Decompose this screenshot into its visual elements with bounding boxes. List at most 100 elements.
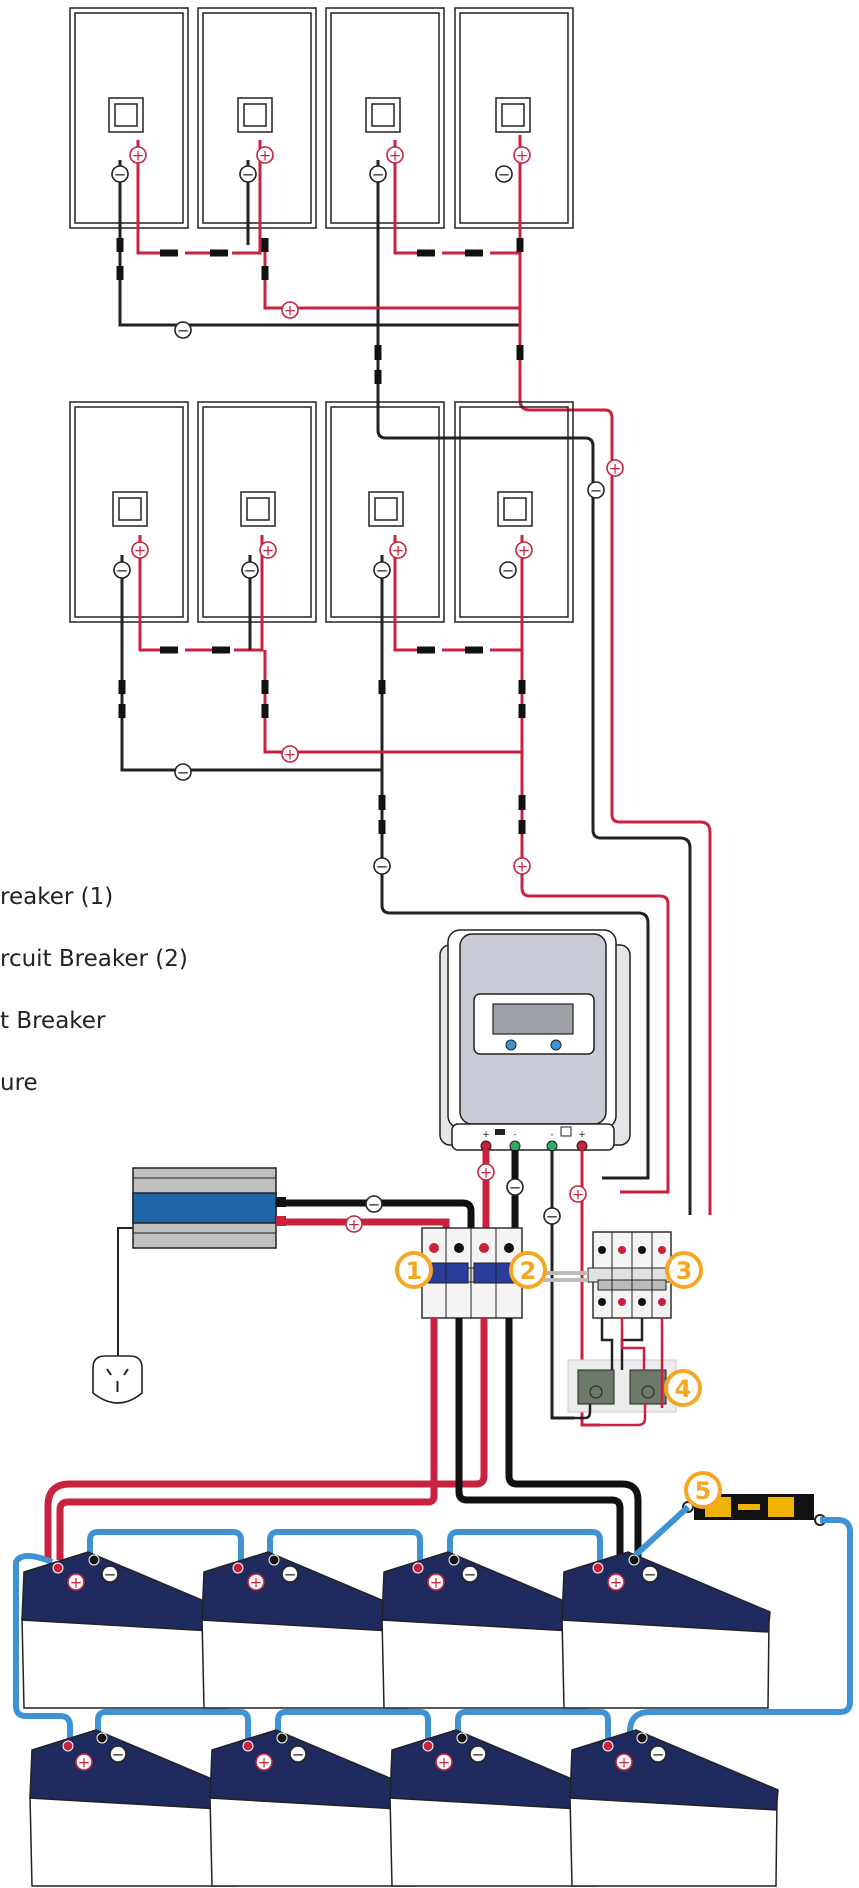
battery (389, 1729, 599, 1887)
positive-sign: + (438, 1754, 451, 1772)
positive-sign: + (572, 1186, 585, 1204)
positive-marker-icon (281, 745, 299, 763)
positive-marker-icon (256, 146, 274, 164)
positive-sign: + (518, 542, 531, 560)
positive-marker-icon (435, 1753, 453, 1771)
negative-marker-icon (289, 1745, 307, 1763)
positive-sign: + (348, 1216, 361, 1234)
positive-marker-icon (345, 1215, 363, 1233)
negative-sign: − (177, 764, 190, 782)
negative-marker-icon (365, 1195, 383, 1213)
positive-sign: + (259, 147, 272, 165)
negative-marker-icon (543, 1207, 561, 1225)
battery (209, 1729, 419, 1887)
positive-sign: + (480, 1164, 493, 1182)
positive-sign: + (258, 1754, 271, 1772)
solar-panel (69, 7, 189, 229)
negative-sign: − (372, 166, 385, 184)
positive-sign: + (516, 858, 529, 876)
positive-sign: + (516, 147, 529, 165)
callout-label: 2 (520, 1257, 537, 1285)
positive-marker-icon (477, 1163, 495, 1181)
controller-wiring (283, 1150, 600, 1427)
negative-sign: − (546, 1208, 559, 1226)
battery (21, 1551, 231, 1709)
negative-sign: − (498, 166, 511, 184)
battery (201, 1551, 411, 1709)
negative-sign: − (376, 562, 389, 580)
controller-button (550, 1039, 562, 1051)
negative-marker-icon (506, 1178, 524, 1196)
positive-marker-icon (259, 541, 277, 559)
positive-sign: + (610, 1574, 623, 1592)
battery-link-cables (13, 1517, 853, 1740)
negative-sign: − (242, 166, 255, 184)
battery-cables (44, 1318, 642, 1560)
callout-label: 4 (675, 1375, 692, 1403)
callout-2: 2 (509, 1251, 547, 1289)
battery-bank-row-1 (21, 1551, 771, 1709)
solar-panel (454, 7, 574, 229)
callout-label: 5 (695, 1477, 712, 1505)
negative-marker-icon (373, 561, 391, 579)
positive-marker-icon (129, 146, 147, 164)
negative-marker-icon (101, 1565, 119, 1583)
positive-sign: + (132, 147, 145, 165)
negative-sign: − (116, 562, 129, 580)
solar-icon (560, 1126, 572, 1137)
negative-marker-icon (281, 1565, 299, 1583)
negative-sign: − (244, 562, 257, 580)
solar-panel (325, 401, 445, 623)
negative-marker-icon (174, 763, 192, 781)
negative-marker-icon (495, 165, 513, 183)
negative-marker-icon (469, 1745, 487, 1763)
solar-panel (197, 401, 317, 623)
polarity-markers: −+−+−+−+−++−−+−+−+−+−+−++−−+−++−+−+−+−+−… (67, 146, 667, 1772)
row-2-wiring (118, 535, 670, 1194)
solar-panel (69, 401, 189, 623)
positive-marker-icon (513, 857, 531, 875)
inverter (117, 1167, 286, 1360)
battery-icon (495, 1129, 505, 1135)
negative-marker-icon (369, 165, 387, 183)
callout-5: 5 (684, 1471, 722, 1509)
negative-marker-icon (111, 165, 129, 183)
negative-sign: − (114, 166, 127, 184)
positive-sign: + (284, 302, 297, 320)
callout-label: 3 (676, 1257, 693, 1285)
battery (561, 1551, 771, 1709)
positive-sign: + (78, 1754, 91, 1772)
negative-marker-icon (109, 1745, 127, 1763)
terminal-label: - (513, 1130, 516, 1140)
negative-sign: − (502, 562, 515, 580)
negative-sign: − (368, 1196, 381, 1214)
negative-sign: − (472, 1746, 485, 1764)
callout-3: 3 (665, 1251, 703, 1289)
callout-label: 1 (406, 1257, 423, 1285)
positive-sign: + (609, 460, 622, 478)
positive-marker-icon (607, 1573, 625, 1591)
negative-marker-icon (174, 321, 192, 339)
negative-sign: − (376, 858, 389, 876)
solar-panel-row-2 (69, 401, 574, 623)
negative-sign: − (284, 1566, 297, 1584)
pv-circuit-breaker (587, 1231, 679, 1319)
combiner-busbars (567, 1318, 677, 1427)
positive-marker-icon (386, 146, 404, 164)
positive-marker-icon (255, 1753, 273, 1771)
positive-sign: + (430, 1574, 443, 1592)
negative-marker-icon (499, 561, 517, 579)
charge-controller: + - - + (439, 929, 631, 1152)
solar-panel (197, 7, 317, 229)
negative-sign: − (112, 1746, 125, 1764)
negative-marker-icon (649, 1745, 667, 1763)
battery-bank-row-2 (29, 1729, 779, 1887)
positive-marker-icon (247, 1573, 265, 1591)
positive-sign: + (70, 1574, 83, 1592)
battery (569, 1729, 779, 1887)
negative-sign: − (644, 1566, 657, 1584)
terminal-label: - (550, 1130, 553, 1140)
positive-sign: + (134, 542, 147, 560)
solar-panel-row-1 (69, 7, 574, 229)
positive-sign: + (284, 746, 297, 764)
